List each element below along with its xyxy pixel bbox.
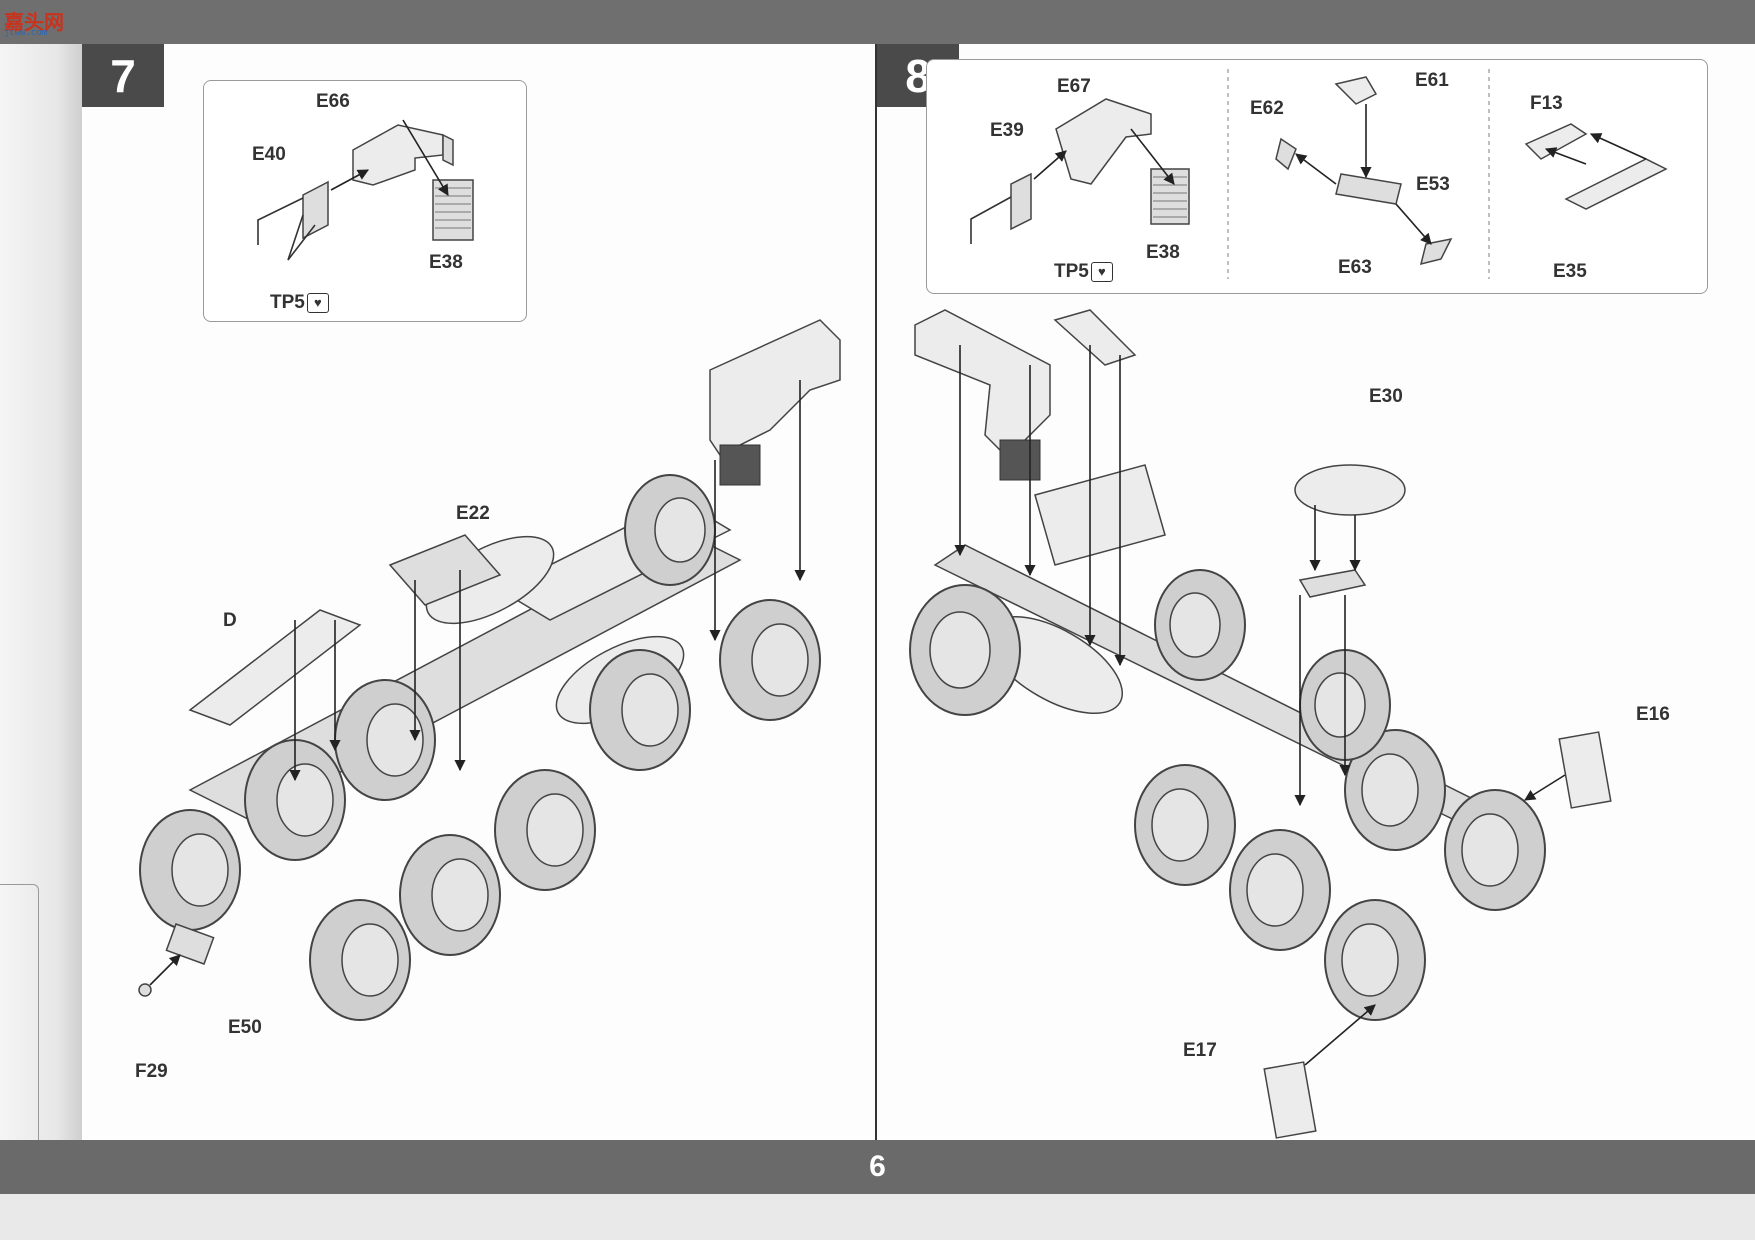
part-e53 bbox=[1335, 173, 1402, 205]
part-e38 bbox=[432, 179, 474, 241]
label-e38: E38 bbox=[429, 252, 463, 273]
part-e66 bbox=[352, 124, 444, 186]
part-f13 bbox=[1524, 123, 1588, 160]
wheels bbox=[139, 474, 821, 1021]
label-d: D bbox=[223, 610, 237, 631]
label-f29: F29 bbox=[135, 1061, 168, 1082]
step-7-detail-drawing bbox=[257, 119, 474, 261]
label-e35: E35 bbox=[1553, 261, 1587, 282]
part-e67 bbox=[1055, 98, 1152, 185]
label-tp5: TP5♥ bbox=[270, 292, 329, 314]
label-e62: E62 bbox=[1250, 98, 1284, 119]
step-8-main-drawing bbox=[909, 309, 1612, 1139]
label-e63: E63 bbox=[1338, 257, 1372, 278]
glue-heart-icon: ♥ bbox=[306, 292, 329, 313]
label-f13: F13 bbox=[1530, 93, 1563, 114]
previous-page-frame bbox=[0, 884, 39, 1171]
watermark-url: jtww.com bbox=[4, 28, 48, 38]
part-e22 bbox=[388, 534, 502, 606]
part-e63 bbox=[1419, 237, 1453, 266]
part-f29 bbox=[138, 983, 152, 997]
label-e17: E17 bbox=[1183, 1040, 1217, 1061]
part-d bbox=[188, 609, 362, 726]
previous-page-edge bbox=[0, 44, 82, 1171]
bottom-band bbox=[0, 1140, 1755, 1194]
part-e50 bbox=[165, 923, 215, 965]
step-8-detail-box bbox=[926, 59, 1708, 294]
part-fifth-wheel-mount bbox=[1298, 569, 1367, 598]
book-spine bbox=[875, 44, 877, 1140]
part-e62 bbox=[1275, 137, 1297, 171]
page-number: 6 bbox=[869, 1150, 886, 1183]
part-e35 bbox=[1564, 158, 1668, 210]
label-e40: E40 bbox=[252, 144, 286, 165]
part-e16 bbox=[1558, 731, 1612, 809]
label-e16: E16 bbox=[1636, 704, 1670, 725]
part-rear-guard bbox=[709, 319, 841, 456]
part-e66-side bbox=[442, 133, 454, 167]
label-e61: E61 bbox=[1415, 70, 1449, 91]
wheels-step8 bbox=[909, 569, 1546, 1021]
cab-block bbox=[1034, 464, 1166, 566]
bottom-strip bbox=[0, 1194, 1755, 1240]
label-e30: E30 bbox=[1369, 386, 1403, 407]
top-band bbox=[0, 0, 1755, 44]
part-e39 bbox=[1010, 172, 1032, 231]
label-e22: E22 bbox=[456, 503, 490, 524]
part-e30 bbox=[1294, 464, 1406, 516]
chassis-frame bbox=[188, 529, 742, 821]
part-e17 bbox=[1263, 1061, 1317, 1139]
step-8-detail-drawing bbox=[970, 69, 1668, 279]
label-e50: E50 bbox=[228, 1017, 262, 1038]
part-e40 bbox=[302, 180, 329, 240]
part-grille-step8 bbox=[999, 439, 1041, 481]
glue-heart-icon: ♥ bbox=[1090, 261, 1113, 282]
part-grille bbox=[719, 444, 761, 486]
label-e67: E67 bbox=[1057, 76, 1091, 97]
part-e61 bbox=[1334, 76, 1378, 105]
label-e38-step8: E38 bbox=[1146, 242, 1180, 263]
label-e39: E39 bbox=[990, 120, 1024, 141]
step-7-number: 7 bbox=[82, 44, 164, 107]
label-e53: E53 bbox=[1416, 174, 1450, 195]
step-7-main-drawing bbox=[138, 319, 841, 1021]
watermark-logo: 嘉头网 bbox=[4, 12, 64, 34]
label-e66: E66 bbox=[316, 91, 350, 112]
label-tp5-step8: TP5♥ bbox=[1054, 261, 1113, 283]
part-box bbox=[1053, 309, 1137, 366]
